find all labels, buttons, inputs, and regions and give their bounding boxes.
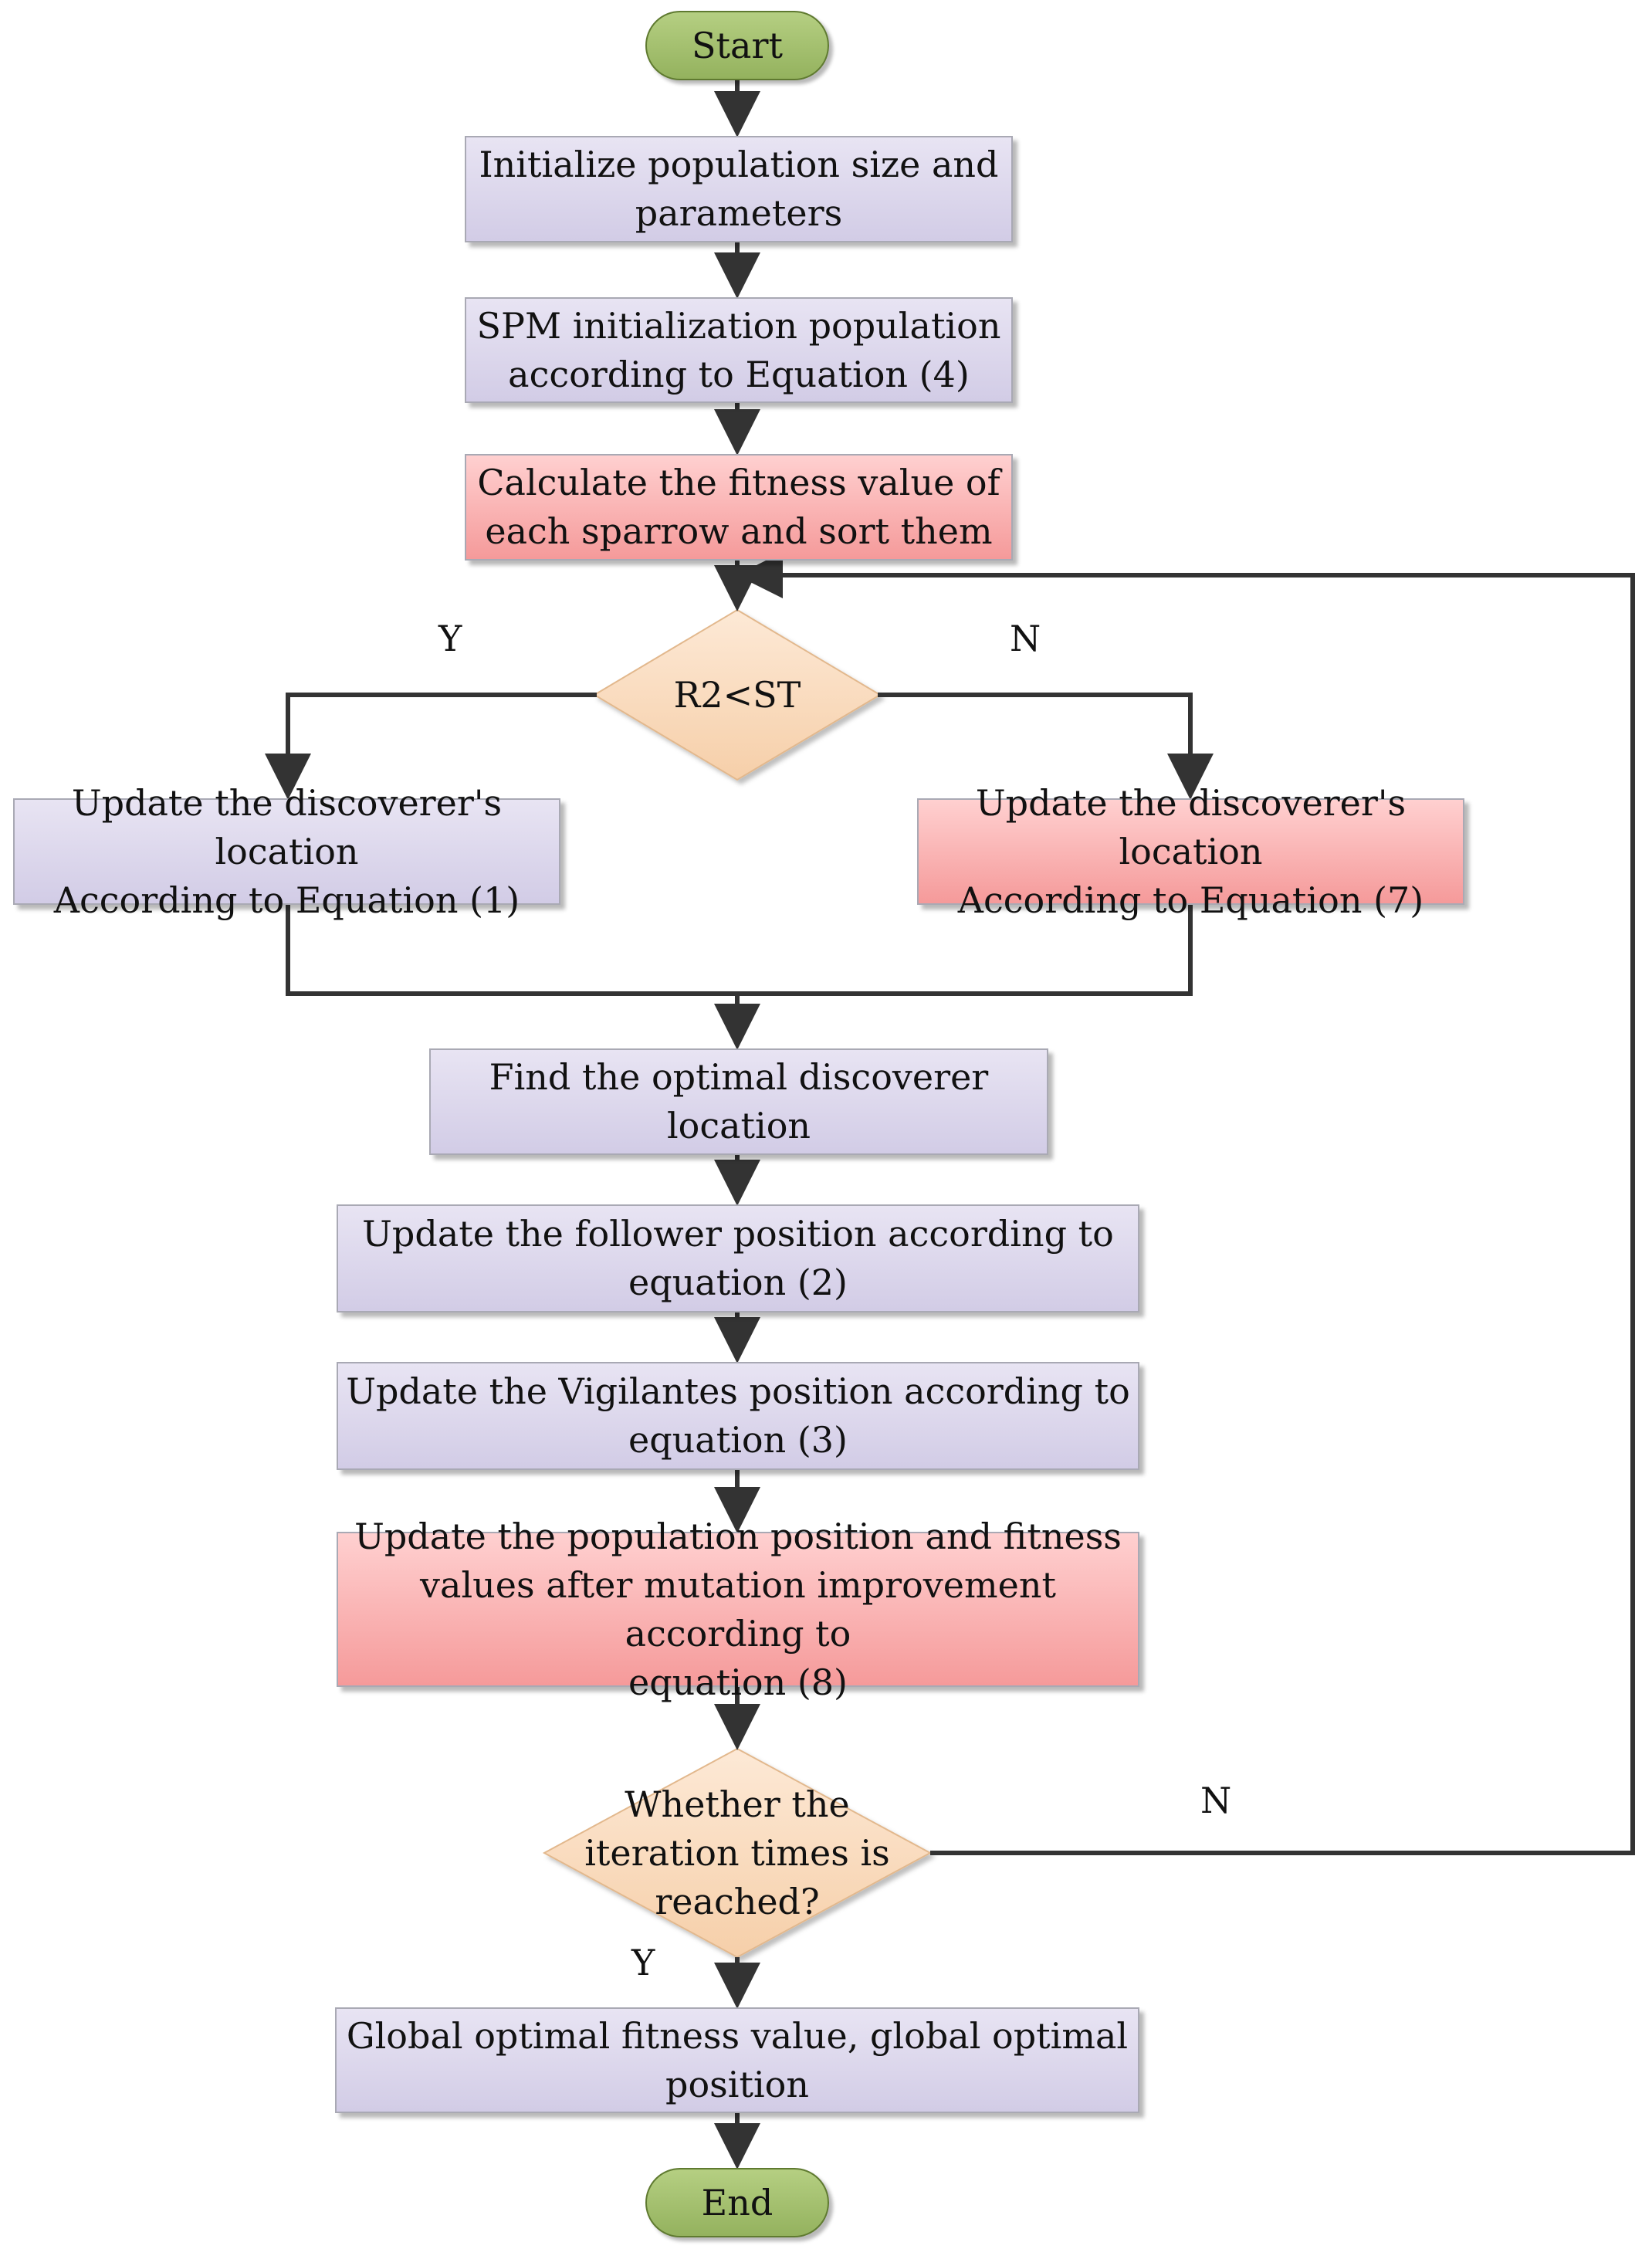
optimal-label: Find the optimal discoverer location xyxy=(489,1056,989,1147)
arrow-decision2-no-loop xyxy=(736,552,1635,1855)
vigilantes-box: Update the Vigilantes position according… xyxy=(337,1362,1139,1470)
initialize-box: Initialize population size and parameter… xyxy=(465,136,1013,242)
decision-diamond-r2-st xyxy=(593,608,882,781)
start-label: Start xyxy=(692,24,783,66)
vigilantes-line-1: Update the Vigilantes position according… xyxy=(346,1370,1130,1412)
follower-line-2: equation (2) xyxy=(628,1262,848,1303)
follower-line-1: Update the follower position according t… xyxy=(362,1213,1114,1255)
end-label: End xyxy=(701,2181,774,2224)
end-terminal: End xyxy=(645,2168,829,2237)
initialize-line-1: Initialize population size and xyxy=(479,144,999,185)
mutation-line-3: equation (8) xyxy=(628,1661,848,1703)
eq1-line-1: Update the discoverer's location xyxy=(71,781,503,872)
decision2-line-2: iteration times is xyxy=(584,1831,890,1874)
vigilantes-line-2: equation (3) xyxy=(628,1419,848,1461)
initialize-line-2: parameters xyxy=(635,192,843,234)
update-eq1-box: Update the discoverer's location Accordi… xyxy=(13,782,560,921)
mutation-box: Update the population position and fitne… xyxy=(337,1516,1139,1703)
decision2-line-1: Whether the xyxy=(625,1783,850,1825)
fitness-line-2: each sparrow and sort them xyxy=(485,510,993,552)
decision2-label: Whether the iteration times is reached? xyxy=(544,1776,930,1930)
mutation-line-2: values after mutation improvement accord… xyxy=(420,1563,1056,1655)
spm-line-1: SPM initialization population xyxy=(476,304,1001,347)
global-line-1: Global optimal fitness value, global opt… xyxy=(346,2014,1129,2057)
global-optimal-box: Global optimal fitness value, global opt… xyxy=(335,2007,1139,2113)
decision1-yes-label: Y xyxy=(438,618,462,659)
decision2-yes-label: Y xyxy=(631,1942,655,1983)
spm-init-box: SPM initialization population according … xyxy=(465,297,1013,403)
fitness-box: Calculate the fitness value of each spar… xyxy=(465,454,1013,561)
optimal-discoverer-box: Find the optimal discoverer location xyxy=(429,1048,1048,1155)
fitness-line-1: Calculate the fitness value of xyxy=(477,462,1000,503)
arrow-decision1-yes xyxy=(265,693,597,800)
global-line-2: position xyxy=(665,2063,809,2105)
eq1-line-2: According to Equation (1) xyxy=(53,879,520,921)
mutation-line-1: Update the population position and fitne… xyxy=(354,1515,1122,1557)
line-eq1-merge xyxy=(286,905,737,996)
update-eq7-box: Update the discoverer's location Accordi… xyxy=(917,782,1464,921)
decision1-label: R2<ST xyxy=(673,673,801,716)
decision2-line-3: reached? xyxy=(655,1880,820,1922)
spm-line-2: according to Equation (4) xyxy=(508,353,970,395)
eq7-line-1: Update the discoverer's location xyxy=(975,781,1407,872)
arrow-decision1-no xyxy=(878,693,1214,800)
eq7-line-2: According to Equation (7) xyxy=(957,879,1424,921)
start-terminal: Start xyxy=(645,11,829,80)
follower-box: Update the follower position according t… xyxy=(337,1204,1139,1312)
decision1-no-label: N xyxy=(1010,618,1041,659)
line-eq7-merge xyxy=(737,905,1193,996)
decision2-no-label: N xyxy=(1200,1780,1232,1821)
